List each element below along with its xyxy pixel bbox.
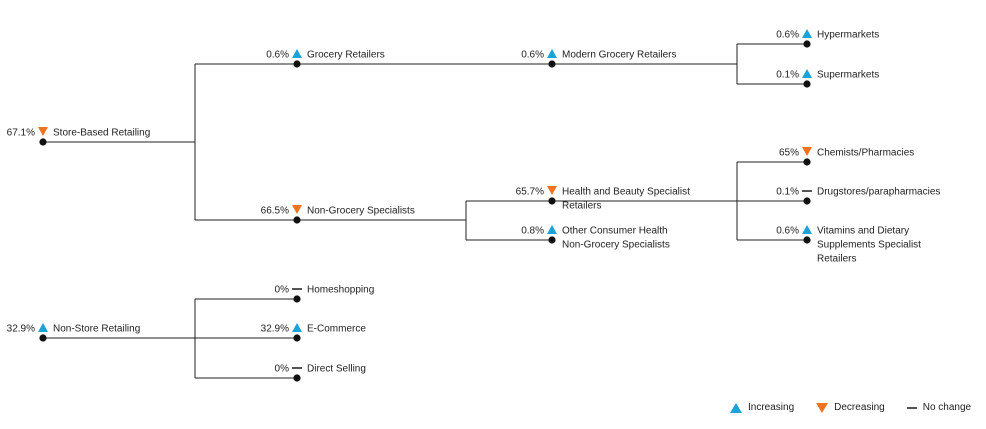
increasing-triangle-icon xyxy=(802,29,812,38)
node-label: Non-Grocery Specialists xyxy=(307,206,415,217)
node-label: Other Consumer Health xyxy=(562,226,668,237)
increasing-triangle-icon xyxy=(802,225,812,234)
increasing-triangle-icon xyxy=(292,49,302,58)
node-dot xyxy=(293,60,301,68)
node-label: Store-Based Retailing xyxy=(53,128,150,139)
legend-no-change-label: No change xyxy=(922,402,972,413)
no-change-dash-icon xyxy=(292,367,302,369)
decreasing-triangle-icon xyxy=(802,147,812,156)
node-dot xyxy=(293,216,301,224)
node-dot xyxy=(548,60,556,68)
no-change-dash-icon xyxy=(292,288,302,290)
node-value: 32.9% xyxy=(7,324,35,335)
legend-decreasing-label: Decreasing xyxy=(834,402,885,413)
node-label: Chemists/Pharmacies xyxy=(817,148,914,159)
node-value: 0.6% xyxy=(266,50,289,61)
node-value: 66.5% xyxy=(261,206,289,217)
node-label: Hypermarkets xyxy=(817,30,879,41)
node-dot xyxy=(39,138,47,146)
node-value: 0.6% xyxy=(521,50,544,61)
node-value: 0.1% xyxy=(776,187,799,198)
node-label: Modern Grocery Retailers xyxy=(562,50,676,61)
decreasing-triangle-icon xyxy=(547,186,557,195)
increasing-triangle-icon xyxy=(38,323,48,332)
increasing-triangle-icon xyxy=(730,402,742,413)
node-dot xyxy=(39,334,47,342)
node-label: Supermarkets xyxy=(817,70,879,81)
legend-increasing-label: Increasing xyxy=(748,402,795,413)
node-dot xyxy=(803,197,811,205)
node-value: 65% xyxy=(779,148,799,159)
no-change-dash-icon xyxy=(906,406,917,409)
decreasing-triangle-icon xyxy=(816,402,829,413)
decreasing-triangle-icon xyxy=(38,127,48,136)
legend-decreasing: Decreasing xyxy=(816,402,885,413)
node-value: 0% xyxy=(275,285,290,296)
node-label: Drugstores/parapharmacies xyxy=(817,187,940,198)
node-dot xyxy=(293,334,301,342)
node-value: 0% xyxy=(275,364,290,375)
node-value: 0.6% xyxy=(776,226,799,237)
node-value: 0.8% xyxy=(521,226,544,237)
node-dot xyxy=(548,236,556,244)
legend: Increasing Decreasing No change xyxy=(730,402,971,413)
node-dot xyxy=(293,295,301,303)
node-label: Homeshopping xyxy=(307,285,374,296)
node-dot xyxy=(803,80,811,88)
node-label: Supplements Specialist xyxy=(817,240,921,251)
node-label: Non-Grocery Specialists xyxy=(562,240,670,251)
legend-no-change: No change xyxy=(906,402,972,413)
increasing-triangle-icon xyxy=(802,69,812,78)
node-dot xyxy=(803,236,811,244)
node-label: E-Commerce xyxy=(307,324,366,335)
node-dot xyxy=(803,158,811,166)
node-value: 0.1% xyxy=(776,70,799,81)
node-value: 32.9% xyxy=(261,324,289,335)
node-value: 0.6% xyxy=(776,30,799,41)
decreasing-triangle-icon xyxy=(292,205,302,214)
increasing-triangle-icon xyxy=(292,323,302,332)
node-dot xyxy=(548,197,556,205)
node-dot xyxy=(293,374,301,382)
node-label: Non-Store Retailing xyxy=(53,324,140,335)
node-value: 65.7% xyxy=(516,187,544,198)
node-label: Direct Selling xyxy=(307,364,366,375)
node-label: Retailers xyxy=(817,254,856,265)
legend-increasing: Increasing xyxy=(730,402,794,413)
no-change-dash-icon xyxy=(802,190,812,192)
increasing-triangle-icon xyxy=(547,225,557,234)
node-label: Health and Beauty Specialist xyxy=(562,187,690,198)
increasing-triangle-icon xyxy=(547,49,557,58)
node-value: 67.1% xyxy=(7,128,35,139)
node-label: Grocery Retailers xyxy=(307,50,385,61)
node-dot xyxy=(803,40,811,48)
node-label: Retailers xyxy=(562,201,601,212)
node-label: Vitamins and Dietary xyxy=(817,226,909,237)
